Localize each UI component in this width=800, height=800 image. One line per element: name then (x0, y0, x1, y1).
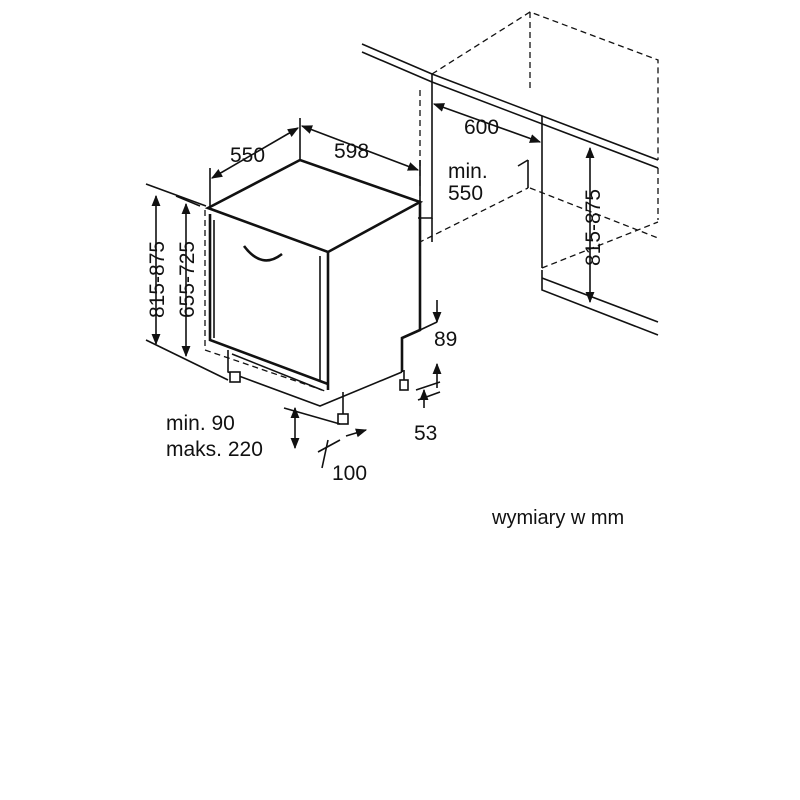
label-foot-min: min. 90 (166, 412, 235, 435)
label-plinth-top: 89 (434, 328, 457, 351)
label-depth: 550 (230, 144, 265, 167)
dimension-labels: 550 598 600 min. 550 815-875 815-875 655… (146, 116, 624, 529)
label-door-height: 655-725 (176, 241, 199, 318)
label-niche-width: 600 (464, 116, 499, 139)
label-min-depth-2: 550 (448, 182, 483, 205)
dimension-lines (145, 103, 595, 469)
units-note: wymiary w mm (491, 507, 624, 529)
cabinet-niche (361, 11, 659, 336)
label-plinth-bottom: 53 (414, 422, 437, 445)
label-min-depth-1: min. (448, 160, 488, 183)
label-foot-offset: 100 (332, 462, 367, 485)
label-width: 598 (334, 140, 369, 163)
label-foot-max: maks. 220 (166, 438, 263, 461)
foot-front-icon (337, 413, 349, 425)
dishwasher-body (204, 158, 424, 425)
door-handle-icon (242, 245, 283, 262)
label-appliance-height: 815-875 (146, 241, 169, 318)
label-niche-height: 815-875 (582, 189, 605, 266)
foot-right-icon (399, 379, 409, 391)
foot-left-icon (229, 371, 241, 383)
